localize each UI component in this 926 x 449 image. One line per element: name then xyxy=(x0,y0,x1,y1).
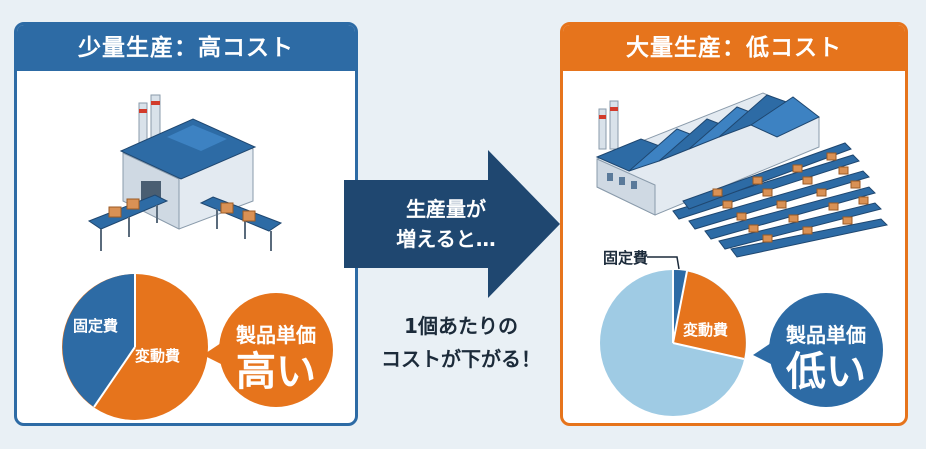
caption-line1: 1個あたりの xyxy=(404,314,518,338)
cost-pie-chart-small xyxy=(62,274,208,420)
badge-caption: 製品単価 xyxy=(786,323,866,347)
large-factory-illustration xyxy=(595,92,889,416)
cost-pie-chart-large xyxy=(600,269,746,416)
fixed-cost-label: 固定費 xyxy=(603,249,649,267)
arrow-text-line2: 増えると… xyxy=(396,227,496,251)
badge-main-text: 高い xyxy=(236,349,316,395)
variable-cost-label: 変動費 xyxy=(135,347,181,365)
small-production-panel: 少量生産：高コスト xyxy=(14,22,358,426)
caption-line2: コストが下がる！ xyxy=(381,347,541,371)
variable-cost-label: 変動費 xyxy=(683,321,729,339)
panel-title: 大量生産：低コスト xyxy=(563,25,905,71)
panel-title: 少量生産：高コスト xyxy=(17,25,355,71)
badge-main-text: 低い xyxy=(786,349,866,395)
unit-price-low-badge: 製品単価 低い xyxy=(769,293,883,407)
arrow-text-line1: 生産量が xyxy=(406,197,486,221)
cost-reduction-caption: 1個あたりの コストが下がる！ xyxy=(364,310,558,376)
unit-price-high-badge: 製品単価 高い xyxy=(219,293,333,407)
small-factory-illustration xyxy=(62,94,283,420)
mass-production-panel: 大量生産：低コスト xyxy=(560,22,908,426)
badge-caption: 製品単価 xyxy=(236,323,316,347)
fixed-cost-label: 固定費 xyxy=(73,317,119,335)
arrow-right-icon xyxy=(344,150,560,298)
